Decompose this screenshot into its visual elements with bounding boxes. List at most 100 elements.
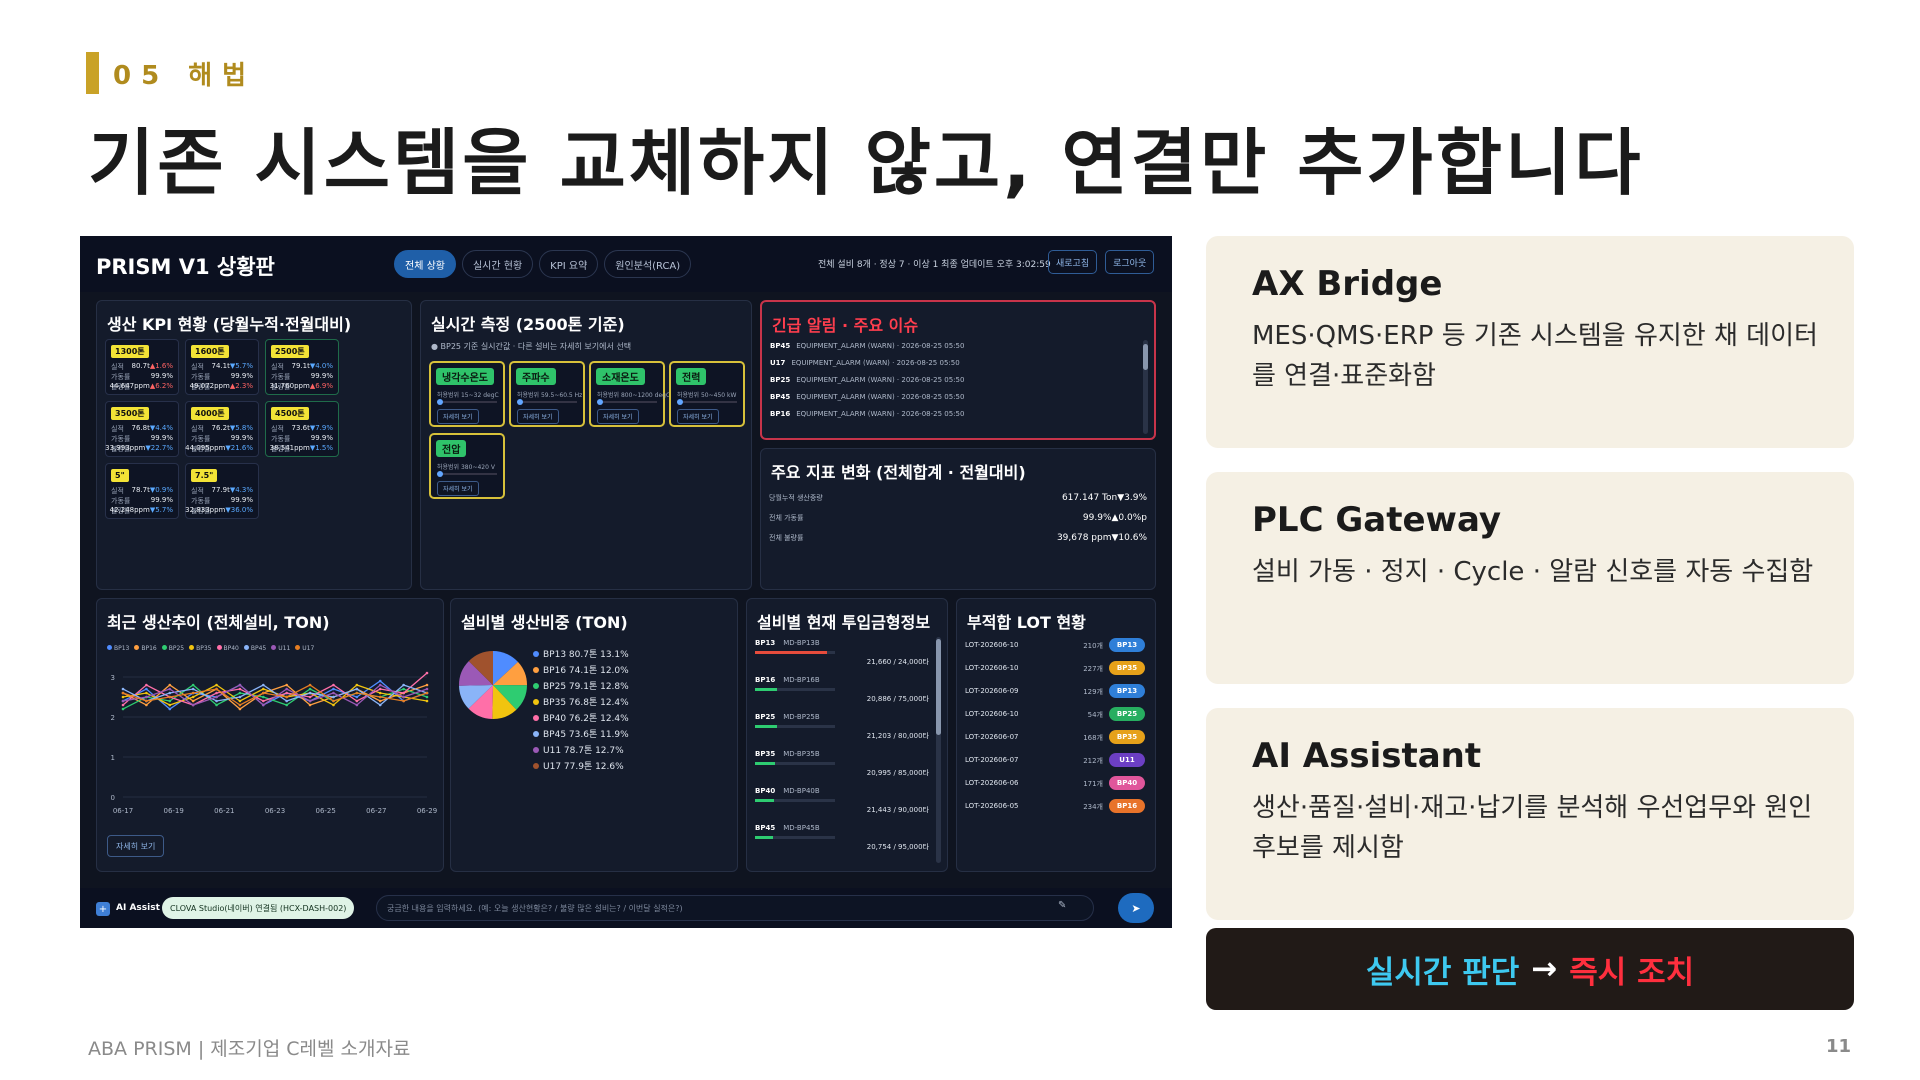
pie-legend-item: BP40 76.2톤 12.4%	[533, 711, 629, 724]
legend-label: U11	[278, 645, 291, 652]
pie-legend-swatch	[533, 651, 539, 657]
data-point	[402, 683, 405, 687]
kpi-d3: ▼36.0%	[225, 506, 253, 514]
data-point	[191, 699, 195, 703]
measure-detail-button[interactable]: 자세히 보기	[597, 409, 639, 424]
lot-equipment-badge: BP40	[1109, 776, 1145, 790]
send-icon: ➤	[1131, 901, 1141, 915]
tab-rca[interactable]: 원인분석(RCA)	[604, 250, 692, 278]
mold-scrollbar[interactable]	[936, 637, 941, 863]
data-point	[425, 699, 429, 703]
mold-progress-fill	[755, 688, 778, 691]
measure-detail-button[interactable]: 자세히 보기	[517, 409, 559, 424]
feature-card-title: AX Bridge	[1252, 264, 1443, 304]
kpi-row-value: 44,095ppm▼21.6%	[185, 444, 253, 452]
kpi-row-label: 가동률	[271, 435, 291, 443]
data-point	[145, 695, 148, 699]
data-point	[191, 703, 195, 707]
data-point	[121, 703, 125, 707]
kpi-d1: ▼5.7%	[229, 362, 253, 370]
data-point	[355, 703, 359, 707]
logout-button[interactable]: 로그아웃	[1105, 250, 1155, 274]
dashboard-screenshot: PRISM V1 상황판 전체 상황 실시간 현황 KPI 요약 원인분석(RC…	[80, 236, 1172, 928]
tab-realtime[interactable]: 실시간 현황	[461, 250, 534, 278]
ai-question-input[interactable]: 궁금한 내용을 입력하세요. (예: 오늘 생산현황은? / 불량 많은 설비는…	[376, 895, 1094, 921]
feature-card-desc: 생산·품질·설비·재고·납기를 분석해 우선업무와 원인후보를 제시함	[1252, 793, 1813, 863]
data-point	[355, 699, 359, 703]
mic-icon[interactable]: ✎	[1058, 900, 1067, 911]
measure-detail-button[interactable]: 자세히 보기	[437, 481, 479, 496]
mold-shot-count: 21,660 / 24,000타	[866, 658, 929, 666]
alert-equipment-code: BP16	[770, 410, 791, 418]
tab-overview[interactable]: 전체 상황	[394, 250, 456, 278]
legend-swatch	[216, 645, 222, 650]
kpi-card-tag: 7.5"	[191, 469, 218, 482]
kpi-row-label: 불량률	[111, 383, 131, 391]
data-point	[145, 703, 148, 707]
trend-detail-button[interactable]: 자세히 보기	[107, 835, 165, 857]
feature-card-ax-bridge: AX Bridge MES·QMS·ERP 등 기존 시스템을 유지한 채 데이…	[1206, 236, 1854, 448]
data-point	[238, 691, 242, 695]
lot-panel-title: 부적합 LOT 현황	[967, 613, 1086, 632]
measure-detail-button[interactable]: 자세히 보기	[677, 409, 719, 424]
lot-equipment-badge: BP13	[1109, 638, 1145, 652]
data-point	[121, 687, 125, 691]
kpi-row-label: 실적	[191, 425, 204, 433]
indicator-value: 39,678 ppm▼10.6%	[1056, 533, 1147, 543]
legend-swatch	[243, 645, 249, 650]
legend-swatch	[107, 645, 112, 650]
pie-legend-label: BP16 74.1톤 12.0%	[543, 666, 629, 676]
mold-equipment-code: BP35	[755, 750, 776, 758]
kpi-row-value: 49,072ppm▲2.3%	[190, 382, 253, 390]
alert-equipment-code: BP25	[770, 376, 791, 384]
measure-detail-button[interactable]: 자세히 보기	[437, 409, 479, 424]
send-button[interactable]: ➤	[1118, 893, 1154, 923]
kpi-v3: 32,833ppm	[185, 506, 226, 514]
measure-range: 허용범위 59.5~60.5 Hz	[517, 392, 583, 399]
series-line-bp16	[122, 684, 428, 710]
mold-equipment-code: BP16	[755, 676, 776, 684]
x-tick-label: 06-17	[113, 807, 133, 815]
pie-legend-swatch	[533, 699, 539, 705]
legend-item: BP45	[243, 645, 266, 652]
indicator-panel-title: 주요 지표 변화 (전체합계 · 전월대비)	[771, 463, 1026, 482]
tab-kpi[interactable]: KPI 요약	[539, 250, 599, 278]
y-tick-label: 3	[111, 674, 115, 682]
lot-number: LOT-202606-10	[965, 664, 1019, 672]
kpi-panel-title: 생산 KPI 현황 (당월누적·전월대비)	[107, 315, 352, 334]
alert-scrollbar[interactable]	[1143, 340, 1148, 434]
kpi-row-value: 74.1t▼5.7%	[211, 362, 253, 370]
kpi-row-value: 73.6t▼7.9%	[291, 424, 333, 432]
mold-id: MD-BP25B	[783, 713, 820, 721]
data-point	[425, 683, 429, 687]
refresh-button[interactable]: 새로고침	[1048, 250, 1098, 274]
plus-icon[interactable]: +	[96, 902, 110, 916]
kpi-v1: 74.1t	[211, 362, 230, 370]
measure-range: 허용범위 50~450 kW	[677, 392, 737, 399]
alert-equipment-code: BP45	[770, 342, 791, 350]
kpi-row-value: 99.9%	[231, 434, 253, 442]
lot-number: LOT-202606-10	[965, 641, 1019, 649]
kpi-row-value: 76.8t▼4.4%	[131, 424, 173, 432]
